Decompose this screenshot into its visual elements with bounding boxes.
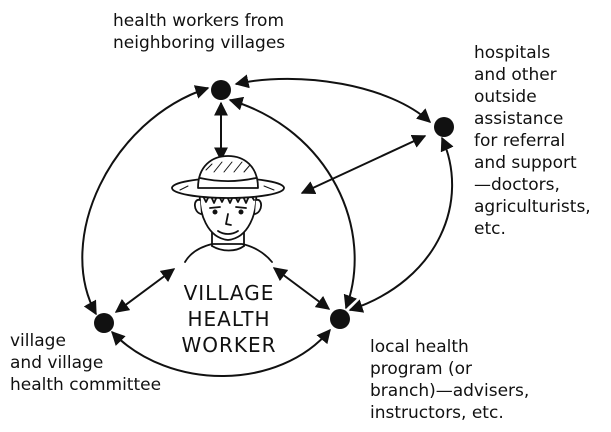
- arrow-neighbors-committee: [81, 85, 210, 316]
- label-line: —doctors,: [474, 175, 560, 195]
- label-line: local health: [370, 337, 469, 357]
- node-dot-committee: [94, 313, 114, 333]
- label-line: hospitals: [474, 43, 551, 63]
- label-line: village: [10, 331, 66, 351]
- label-line: assistance: [474, 109, 564, 129]
- label-line: health committee: [10, 375, 162, 395]
- node-dot-hospitals: [434, 117, 454, 137]
- label-line: branch)—advisers,: [370, 381, 530, 401]
- label-line: agriculturists,: [474, 197, 591, 217]
- label-line: neighboring villages: [113, 33, 286, 53]
- label-line: and village: [10, 353, 104, 373]
- center-title-line: HEALTH: [187, 307, 271, 331]
- center-title-line: WORKER: [181, 333, 277, 357]
- arrow-neighbors-hospitals: [234, 74, 432, 123]
- label-local-health-program: local health program (or branch)—adviser…: [370, 336, 529, 424]
- arrow-program-hospitals: [348, 136, 454, 313]
- label-hospitals-outside-assistance: hospitals and other outside assistance f…: [474, 42, 591, 240]
- center-title-village-health-worker: VILLAGE HEALTH WORKER: [164, 280, 294, 358]
- label-village-health-committee: village and village health committee: [10, 330, 161, 396]
- label-line: for referral: [474, 131, 566, 151]
- label-line: and other: [474, 65, 557, 85]
- label-line: outside: [474, 87, 537, 107]
- label-line: health workers from: [113, 11, 285, 31]
- node-dot-program: [330, 309, 350, 329]
- center-title-line: VILLAGE: [183, 281, 275, 305]
- label-line: program (or: [370, 359, 472, 379]
- label-line: instructors, etc.: [370, 403, 504, 423]
- village-health-worker-illustration: [171, 155, 285, 263]
- node-dot-neighbors: [211, 80, 231, 100]
- arrow-committee-worker: [114, 268, 176, 313]
- arrow-committee-program: [111, 328, 331, 377]
- label-line: and support: [474, 153, 577, 173]
- label-line: etc.: [474, 219, 506, 239]
- arrow-program-worker: [272, 267, 331, 310]
- arrow-hospitals-worker: [300, 134, 427, 195]
- label-neighboring-health-workers: health workers from neighboring villages: [113, 10, 285, 54]
